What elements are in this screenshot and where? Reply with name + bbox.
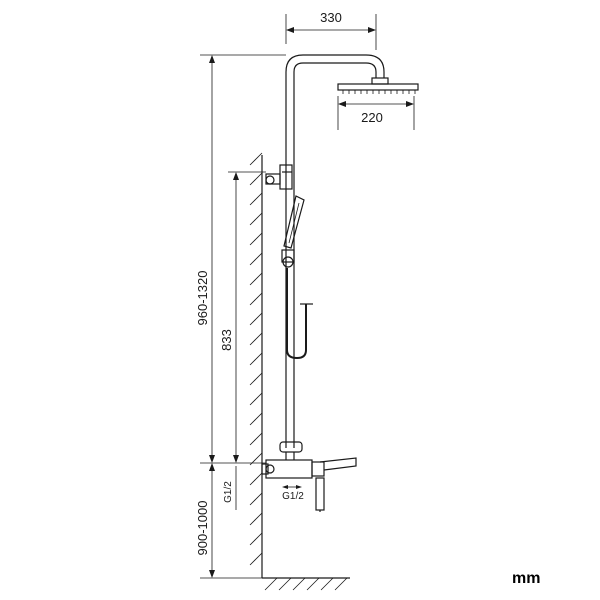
label-220: 220 <box>361 110 383 125</box>
dimension-mixer-height <box>200 463 262 579</box>
floor <box>262 577 350 591</box>
inlet-thread-arrow <box>282 485 302 489</box>
mixer-valve <box>261 457 357 512</box>
label-g12-bottom: G1/2 <box>282 491 304 502</box>
label-960-1320: 960-1320 <box>195 271 210 326</box>
unit-label: mm <box>512 570 540 587</box>
dimension-total-height <box>200 54 286 464</box>
label-g12-left: G1/2 <box>223 481 234 503</box>
label-330: 330 <box>320 10 342 25</box>
rain-shower-head <box>337 77 419 94</box>
label-833: 833 <box>219 329 234 351</box>
dimension-arm-length <box>285 14 377 50</box>
wall <box>249 152 263 578</box>
hand-shower <box>281 195 305 268</box>
wall-bracket <box>265 164 293 190</box>
diverter <box>279 441 303 460</box>
dimension-head-width <box>337 96 415 130</box>
label-900-1000: 900-1000 <box>195 501 210 556</box>
dimension-bar-height <box>228 171 266 463</box>
shower-hose <box>286 268 313 360</box>
